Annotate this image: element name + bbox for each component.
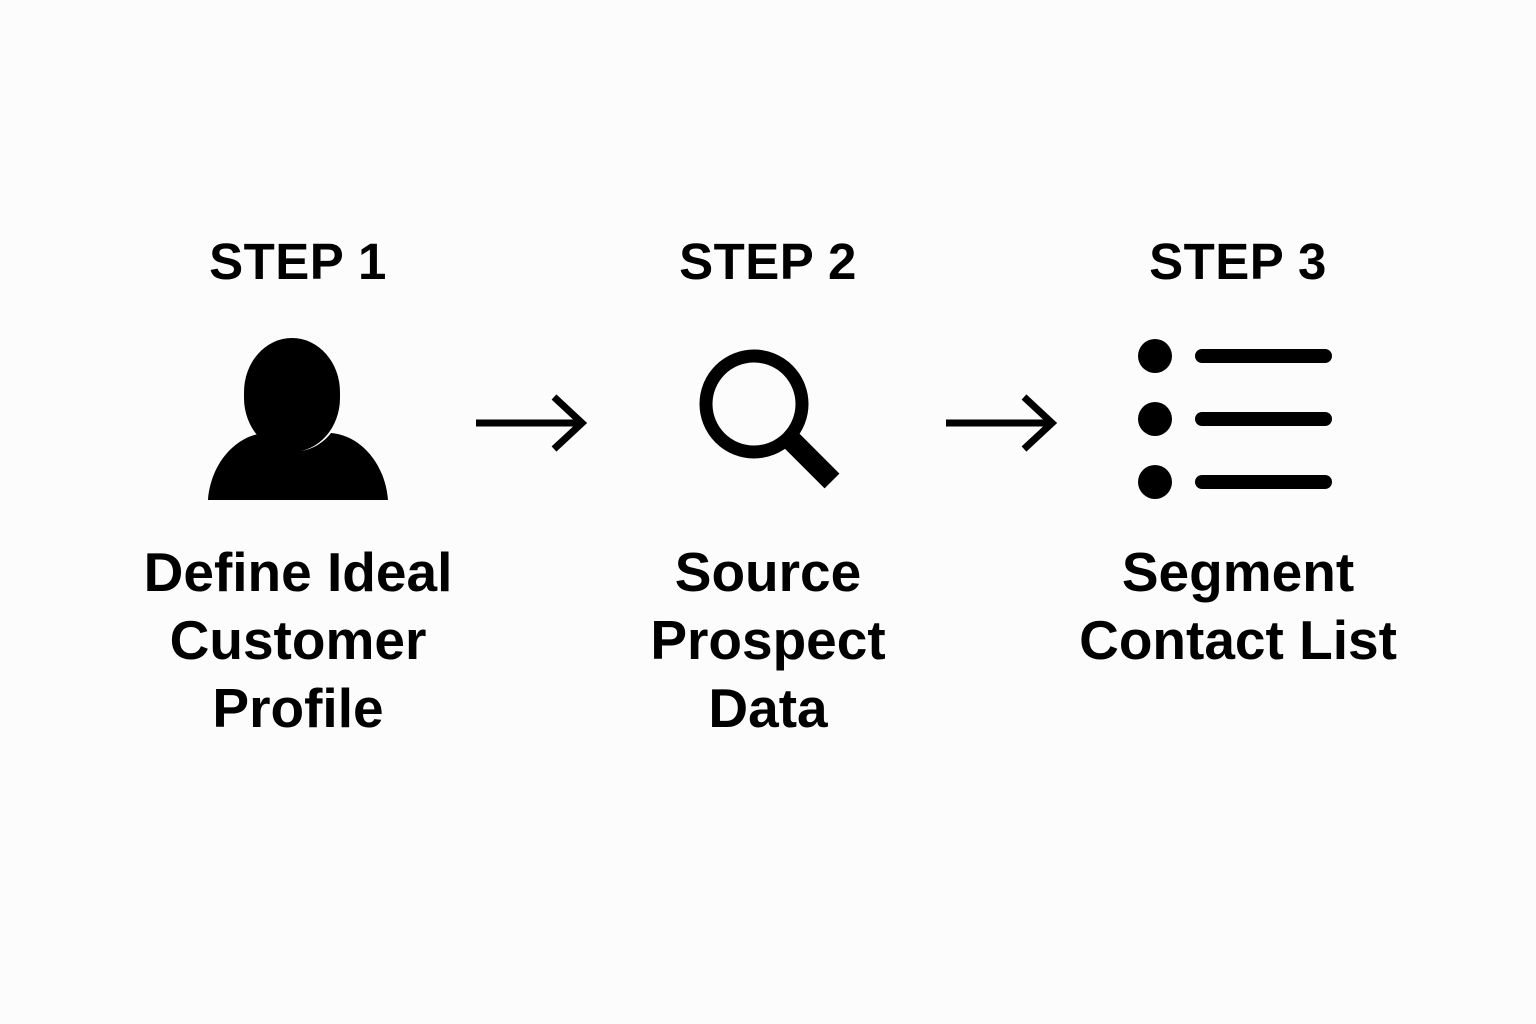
person-icon — [203, 334, 393, 504]
step-1-caption: Define Ideal Customer Profile — [144, 538, 453, 742]
arrow-right-icon — [474, 392, 592, 454]
process-step-3: STEP 3 Segme — [1073, 232, 1403, 674]
step-3-icon-slot — [1138, 314, 1338, 524]
step-2-caption: Source Prospect Data — [650, 538, 885, 742]
step-3-caption-line-1: Segment — [1121, 541, 1355, 603]
step-3-caption-line-2: Contact List — [1079, 609, 1397, 671]
step-3-caption: Segment Contact List — [1079, 538, 1397, 674]
step-2-heading: STEP 2 — [679, 233, 857, 290]
step-1-caption-line-3: Profile — [212, 677, 384, 739]
step-2-caption-line-1: Source — [674, 541, 862, 603]
step-2-caption-line-2: Prospect — [650, 609, 886, 671]
process-step-1: STEP 1 Define Ideal Customer Profile — [133, 232, 463, 742]
process-step-2: STEP 2 Source Prospect Data — [603, 232, 933, 742]
step-2-caption-line-3: Data — [708, 677, 828, 739]
connector-arrow-2 — [933, 232, 1073, 454]
step-2-icon-slot — [678, 314, 858, 524]
step-3-heading: STEP 3 — [1149, 233, 1327, 290]
step-1-heading: STEP 1 — [209, 233, 387, 290]
arrow-right-icon — [944, 392, 1062, 454]
magnifier-icon — [678, 329, 858, 509]
step-1-icon-slot — [203, 314, 393, 524]
connector-arrow-1 — [463, 232, 603, 454]
process-flow: STEP 1 Define Ideal Customer Profile — [0, 232, 1536, 742]
bulleted-list-icon — [1138, 334, 1338, 504]
step-1-caption-line-2: Customer — [169, 609, 427, 671]
step-1-caption-line-1: Define Ideal — [143, 541, 453, 603]
